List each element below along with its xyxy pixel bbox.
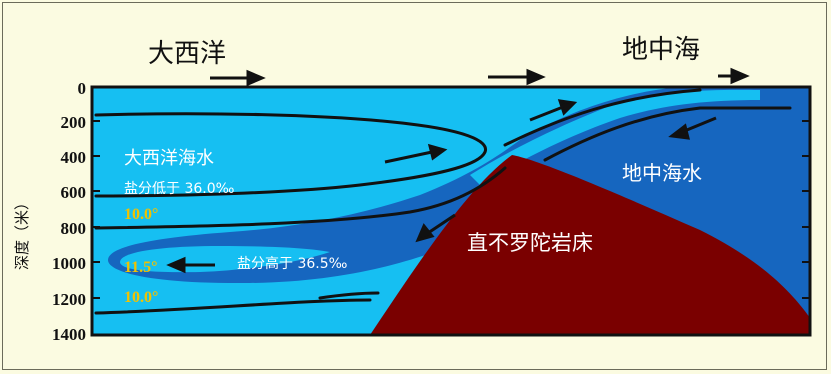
med-return-arrow bbox=[681, 116, 717, 134]
y-tick-label: 1200 bbox=[52, 290, 86, 309]
flow-arrows bbox=[166, 67, 750, 274]
atlantic-inflow-arrow bbox=[384, 150, 433, 164]
y-tick-label: 800 bbox=[61, 219, 87, 238]
strait-surface-arrow-head bbox=[526, 68, 546, 86]
gibraltar-sill bbox=[370, 155, 810, 335]
sill-inflow-arrow bbox=[529, 105, 564, 122]
ridge-label: 直不罗陀岩床 bbox=[467, 231, 593, 255]
outflow-salinity-label: 盐分高于 36.5‰ bbox=[237, 255, 348, 272]
outflow-down-arrow bbox=[427, 213, 456, 235]
y-tick-label: 1400 bbox=[52, 325, 86, 344]
atlantic-salinity-label: 盐分低于 36.0‰ bbox=[124, 181, 235, 197]
sill-lower-line bbox=[543, 106, 792, 162]
outflow-west-arrow-head bbox=[166, 256, 186, 274]
atlantic-bottom-line bbox=[94, 298, 372, 315]
temperature-lower-label: 10.0° bbox=[124, 289, 158, 306]
med-return-arrow-head bbox=[668, 123, 690, 140]
atlantic-gyre-line bbox=[94, 112, 487, 198]
y-tick-label: 400 bbox=[61, 148, 87, 167]
y-tick-label: 0 bbox=[78, 79, 87, 98]
mediterranean-label: 地中海 bbox=[622, 35, 700, 65]
diagram-border bbox=[90, 85, 812, 337]
med-surface-arrow-head bbox=[730, 67, 750, 85]
surface-inflow-band bbox=[470, 89, 760, 185]
sill-inflow-arrow-head bbox=[557, 99, 578, 116]
y-axis-title: 深度（米） bbox=[13, 195, 31, 270]
mediterranean-water-label: 地中海水 bbox=[622, 161, 702, 185]
temperature-core-label: 11.5° bbox=[124, 259, 158, 276]
outflow-lower-line bbox=[318, 291, 380, 300]
atlantic-inflow-arrow-head bbox=[427, 143, 448, 161]
tick-marks bbox=[92, 86, 810, 299]
y-tick-label: 1000 bbox=[52, 254, 86, 273]
atlantic-water-label: 大西洋海水 bbox=[124, 148, 214, 169]
outflow-down-arrow-head bbox=[415, 223, 435, 243]
y-tick-label: 200 bbox=[61, 113, 87, 132]
y-tick-label: 600 bbox=[61, 183, 87, 202]
sill-upper-line bbox=[503, 88, 702, 147]
atlantic-surface-arrow-head bbox=[246, 69, 266, 87]
atlantic-lower-line bbox=[94, 166, 507, 230]
temperature-upper-label: 10.0° bbox=[124, 206, 158, 223]
atlantic-label: 大西洋 bbox=[148, 39, 226, 69]
flow-lines bbox=[94, 88, 792, 315]
